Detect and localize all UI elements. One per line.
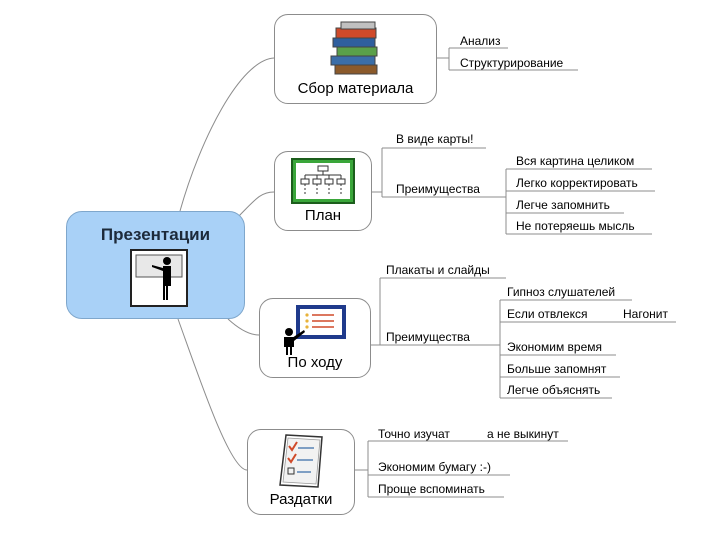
leaf-if-distracted[interactable]: Если отвлекся (507, 307, 588, 321)
leaf-whole-picture[interactable]: Вся картина целиком (516, 154, 635, 168)
books-stack-icon (327, 19, 383, 84)
leaf-easier-recall[interactable]: Проще вспоминать (378, 482, 485, 496)
link-collect (179, 57, 275, 212)
presenter-board-icon (130, 249, 188, 312)
branch-plan-title: План (304, 207, 342, 224)
leaf-remember-more[interactable]: Больше запомнят (507, 362, 607, 376)
leaf-not-throw-away[interactable]: а не выкинут (487, 427, 559, 441)
branch-handouts-title: Раздатки (269, 491, 333, 508)
leaf-save-time[interactable]: Экономим время (507, 340, 602, 354)
leaf-during-advantages[interactable]: Преимущества (386, 330, 470, 344)
leaf-save-paper[interactable]: Экономим бумагу :-) (378, 460, 491, 474)
leaf-catch-up[interactable]: Нагонит (623, 307, 668, 321)
leaf-not-lose-thought[interactable]: Не потеряешь мысль (516, 219, 635, 233)
leaf-structuring[interactable]: Структурирование (460, 56, 564, 70)
branch-handouts-node[interactable]: Раздатки (247, 429, 355, 515)
leaf-easier-remember[interactable]: Легче запомнить (516, 198, 610, 212)
checklist-document-icon (276, 434, 328, 493)
branch-plan-node[interactable]: План (274, 151, 372, 231)
org-chart-icon (291, 158, 355, 209)
branch-collect-title: Сбор материала (297, 80, 414, 97)
central-title: Презентации (100, 225, 211, 244)
leaf-map-view[interactable]: В виде карты! (396, 132, 474, 146)
leaf-hypnosis[interactable]: Гипноз слушателей (507, 285, 616, 299)
leaf-posters-slides[interactable]: Плакаты и слайды (386, 263, 490, 277)
leaf-easy-correct[interactable]: Легко корректировать (516, 176, 638, 190)
leaf-analysis[interactable]: Анализ (460, 34, 501, 48)
leaf-plan-advantages[interactable]: Преимущества (396, 182, 480, 196)
leaf-will-study[interactable]: Точно изучат (378, 427, 450, 441)
link-handouts (177, 318, 248, 471)
presenter-screen-icon (282, 304, 348, 361)
branch-during-title: По ходу (287, 354, 343, 371)
branch-during-node[interactable]: По ходу (259, 298, 371, 378)
central-node[interactable]: Презентации (66, 211, 245, 319)
link-during (227, 318, 260, 336)
branch-collect-node[interactable]: Сбор материала (274, 14, 437, 104)
leaf-easier-explain[interactable]: Легче объяснять (507, 383, 601, 397)
